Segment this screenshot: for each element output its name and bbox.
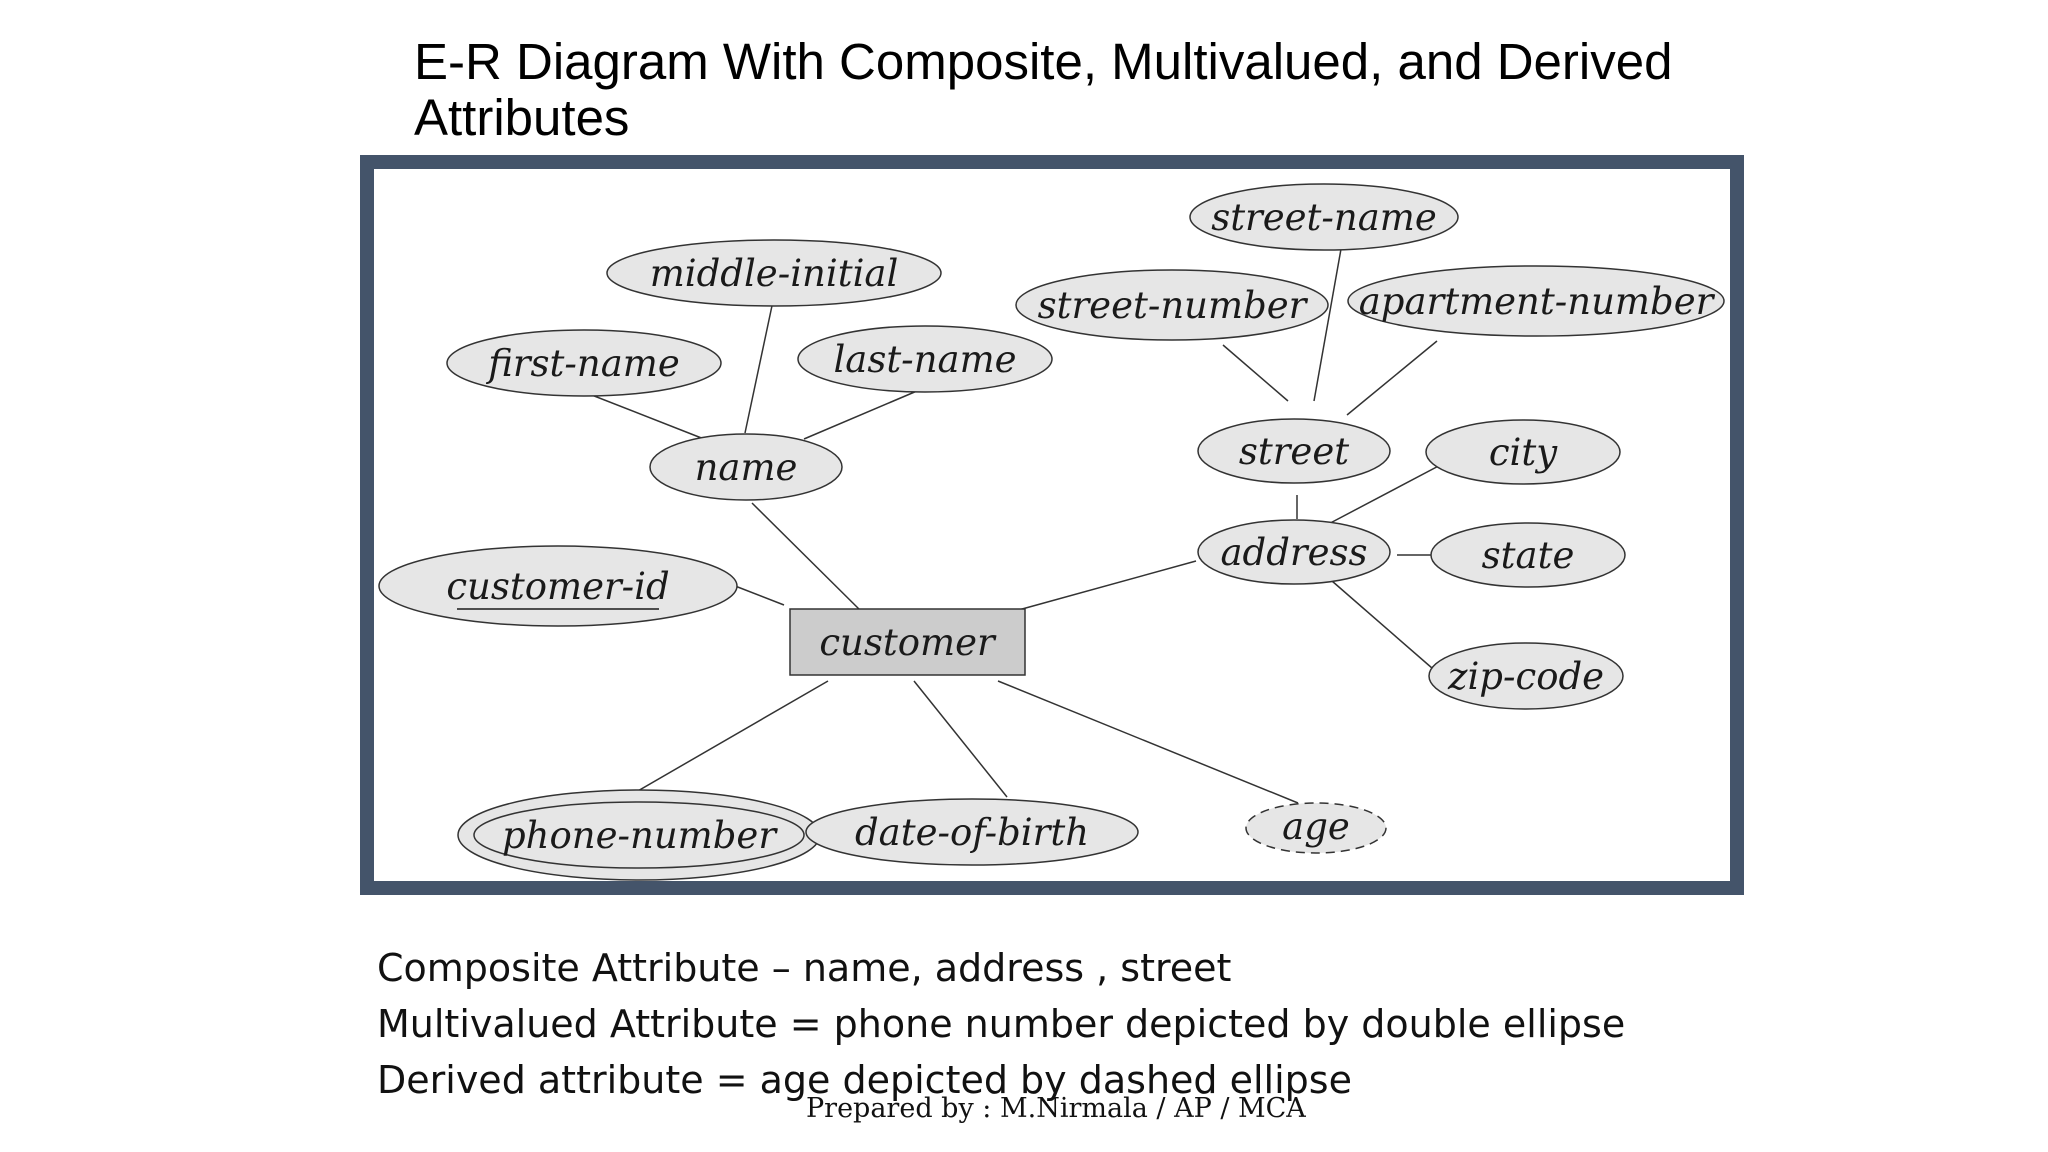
attr-street-ellipse — [1197, 418, 1391, 484]
note-derived: Derived attribute = age depicted by dash… — [377, 1058, 1352, 1102]
attr-zip-code-label: zip-code — [1447, 655, 1604, 698]
notes-list: Composite Attribute – name, address , st… — [377, 940, 1977, 1108]
line-customer-id-customer — [729, 583, 785, 606]
line-apartment-number-street — [1346, 340, 1438, 416]
attr-street-number-ellipse — [1015, 269, 1329, 341]
er-diagram-frame: customer first-name middle-initial last-… — [360, 155, 1744, 895]
line-middle-initial-name — [744, 300, 774, 434]
note-multivalued: Multivalued Attribute = phone number dep… — [377, 1002, 1626, 1046]
line-customer-age — [997, 680, 1299, 804]
line-zip-code-address — [1331, 580, 1441, 676]
connector-lines — [583, 248, 1449, 804]
attr-phone-number-inner-ellipse — [473, 801, 805, 869]
attr-middle-initial-ellipse — [606, 239, 942, 307]
attr-address-label: address — [1221, 531, 1368, 574]
attr-city-ellipse — [1425, 419, 1621, 485]
attr-date-of-birth-ellipse — [805, 798, 1139, 866]
attr-middle-initial-label: middle-initial — [650, 252, 899, 295]
attr-last-name-ellipse — [797, 325, 1053, 393]
attr-phone-number-label: phone-number — [502, 814, 778, 857]
entity-customer-label: customer — [819, 621, 997, 664]
note-composite: Composite Attribute – name, address , st… — [377, 946, 1232, 990]
line-customer-address — [1003, 560, 1197, 615]
attr-customer-id-ellipse — [378, 545, 738, 627]
attr-address-ellipse — [1197, 519, 1391, 585]
attr-age-dashed-ellipse — [1245, 802, 1387, 854]
attr-state-label: state — [1482, 534, 1575, 577]
attr-street-label: street — [1239, 430, 1349, 473]
line-street-name-street — [1313, 248, 1342, 402]
attr-apartment-number-ellipse — [1347, 265, 1725, 337]
attr-street-name-label: street-name — [1211, 196, 1437, 239]
slide-title: E-R Diagram With Composite, Multivalued,… — [414, 34, 1814, 146]
attr-apartment-number-label: apartment-number — [1359, 280, 1716, 323]
slide-title-line-1: E-R Diagram With Composite, Multivalued,… — [414, 33, 1673, 90]
attr-date-of-birth-label: date-of-birth — [855, 811, 1089, 854]
attr-state-ellipse — [1430, 522, 1626, 588]
line-name-customer — [751, 502, 865, 615]
attr-age-label: age — [1282, 805, 1350, 848]
footer-credit: Prepared by : M.Nirmala / AP / MCA — [806, 1093, 1306, 1124]
slide-title-line-2: Attributes — [414, 89, 630, 146]
line-last-name-name — [803, 387, 925, 440]
line-city-address — [1318, 460, 1449, 530]
attr-street-name-ellipse — [1189, 183, 1459, 251]
attr-last-name-label: last-name — [833, 338, 1016, 381]
attr-name-label: name — [695, 446, 798, 489]
line-customer-date-of-birth — [913, 680, 1008, 798]
attr-first-name-ellipse — [446, 329, 722, 397]
er-diagram: customer first-name middle-initial last-… — [378, 183, 1725, 881]
attr-name-ellipse — [649, 433, 843, 501]
line-street-number-street — [1222, 344, 1289, 402]
entity-customer-box — [789, 608, 1026, 676]
attr-city-label: city — [1489, 431, 1558, 474]
line-customer-phone-number — [623, 680, 829, 800]
attr-zip-code-ellipse — [1428, 642, 1624, 710]
attr-customer-id-label: customer-id — [446, 565, 669, 608]
attr-street-number-label: street-number — [1038, 284, 1309, 327]
line-first-name-name — [583, 391, 705, 440]
attr-first-name-label: first-name — [485, 342, 680, 385]
